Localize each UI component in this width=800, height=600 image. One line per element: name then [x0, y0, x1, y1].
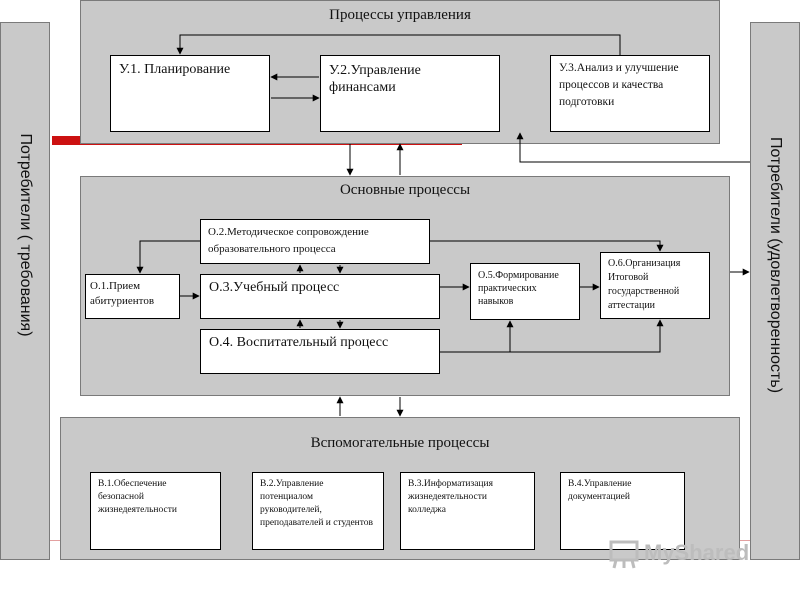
process-u3-label: У.3.Анализ и улучшение процессов и качес…: [559, 62, 679, 108]
process-u1-label: У.1. Планирование: [119, 62, 231, 77]
process-o3-label: О.3.Учебный процесс: [209, 280, 340, 295]
process-o5-skills[interactable]: О.5.Формирование практических навыков: [470, 263, 580, 320]
presentation-board-icon: [609, 540, 639, 569]
process-o1-label: О.1.Прием абитуриентов: [90, 280, 155, 307]
process-v2-label: В.2.Управление потенциалом руководителей…: [260, 479, 374, 528]
process-v4-documentation[interactable]: В.4.Управление документацией: [560, 472, 685, 550]
process-v3-label: В.3.Информатизация жизнедеятельности кол…: [408, 479, 493, 515]
process-u1-planning[interactable]: У.1. Планирование: [110, 55, 270, 132]
process-o5-label: О.5.Формирование практических навыков: [478, 270, 559, 307]
process-u3-analysis[interactable]: У.3.Анализ и улучшение процессов и качес…: [550, 55, 710, 132]
arrow-u3-to-u1: [176, 34, 621, 55]
process-o1-admission[interactable]: О.1.Прием абитуриентов: [85, 274, 180, 319]
watermark-logo: MyShared: [608, 537, 768, 571]
process-v3-informatization[interactable]: В.3.Информатизация жизнедеятельности кол…: [400, 472, 535, 550]
process-o3-educational[interactable]: О.3.Учебный процесс: [200, 274, 440, 319]
arrow-feedback-to-u3: [516, 132, 750, 163]
process-v2-potential[interactable]: В.2.Управление потенциалом руководителей…: [252, 472, 384, 550]
watermark-text: MyShared: [644, 540, 750, 565]
arrow-o2-to-o6: [430, 240, 664, 252]
arrow-o4-to-o6: [440, 319, 664, 353]
process-o6-label: О.6.Организация Итоговой государственной…: [608, 258, 681, 311]
process-o2-methodical[interactable]: О.2.Методическое сопровождение образоват…: [200, 219, 430, 264]
arrow-o2-to-o1: [136, 240, 200, 274]
process-o4-upbringing[interactable]: О.4. Воспитательный процесс: [200, 329, 440, 374]
customers-requirements-panel: [0, 22, 50, 560]
main-processes-title: Основные процессы: [339, 182, 471, 198]
process-o2-label: О.2.Методическое сопровождение образоват…: [208, 226, 369, 255]
process-v1-safety[interactable]: В.1.Обеспечение безопасной жизнедеятельн…: [90, 472, 221, 550]
process-v4-label: В.4.Управление документацией: [568, 479, 632, 502]
management-title: Процессы управления: [329, 7, 471, 23]
process-o6-attestation[interactable]: О.6.Организация Итоговой государственной…: [600, 252, 710, 319]
support-processes-title: Вспомогательные процессы: [310, 435, 490, 451]
process-v1-label: В.1.Обеспечение безопасной жизнедеятельн…: [98, 479, 177, 515]
process-u2-label: У.2.Управление финансами: [329, 63, 421, 95]
process-u2-finance[interactable]: У.2.Управление финансами: [320, 55, 500, 132]
process-o4-label: О.4. Воспитательный процесс: [209, 335, 389, 350]
